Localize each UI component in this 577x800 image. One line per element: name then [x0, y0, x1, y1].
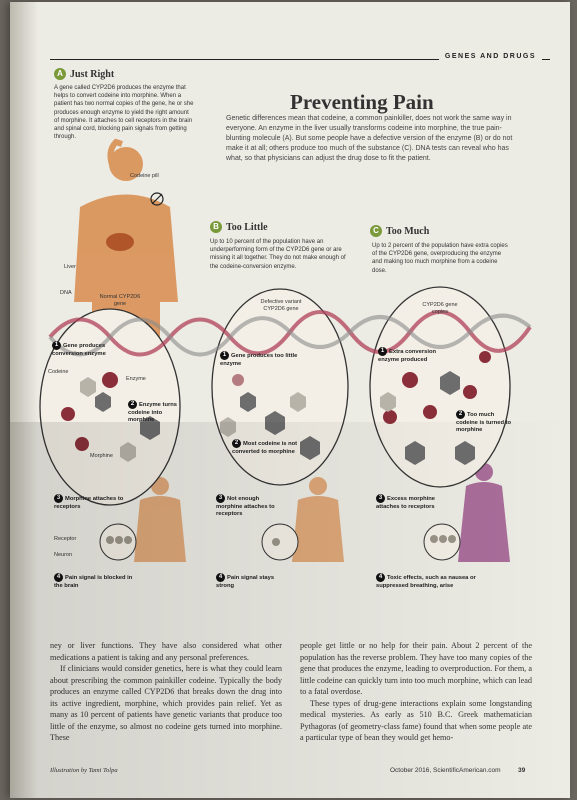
body-paragraph: people get little or no help for their p… — [300, 641, 532, 696]
panel-c-title: Too Much — [386, 225, 430, 237]
intro-text: Genetic differences mean that codeine, a… — [226, 115, 513, 162]
label-neuron: Neuron — [54, 552, 73, 558]
label-normal-gene: Normal CYP2D6 gene — [99, 294, 141, 307]
section-tag: GENES AND DRUGS — [438, 53, 542, 60]
body-column-2: people get little or no help for their p… — [300, 640, 532, 744]
footer-issue: October 2016, ScientificAmerican.com — [390, 767, 501, 774]
body-paragraph: These types of drug-gene interactions ex… — [300, 698, 532, 743]
codeine-pill-icon — [150, 192, 164, 206]
label-morphine: Morphine — [90, 453, 113, 459]
panel-b-heading: B Too Little — [210, 221, 268, 233]
panel-a-title: Just Right — [70, 68, 115, 80]
body-paragraph: If clinicians would consider genetics, h… — [50, 664, 282, 742]
panel-b-text: Up to 10 percent of the population have … — [210, 239, 346, 270]
page-number: 39 — [518, 767, 526, 774]
panel-b-badge: B — [210, 221, 222, 233]
body-silhouette-b — [292, 477, 344, 562]
panel-c-text: Up to 2 percent of the population have e… — [372, 243, 508, 274]
panel-a-badge: A — [54, 68, 66, 80]
label-dna: DNA — [60, 290, 72, 296]
label-defective-gene: Defective variant CYP2D6 gene — [260, 299, 302, 312]
magazine-page: GENES AND DRUGS A Just Right A gene call… — [10, 2, 570, 798]
label-codeine: Codeine — [48, 369, 69, 375]
header-rule — [50, 59, 550, 60]
page-title: Preventing Pain — [290, 90, 434, 114]
panel-b-title: Too Little — [226, 221, 268, 233]
label-receptor: Receptor — [54, 536, 77, 542]
body-paragraph: ney or liver functions. They have also c… — [50, 641, 282, 662]
label-liver: Liver — [64, 264, 76, 270]
illustration-credit: Illustration by Tami Tolpa — [50, 767, 118, 774]
panel-c-badge: C — [370, 225, 382, 237]
dna-strand-2 — [48, 313, 532, 357]
body-column-1: ney or liver functions. They have also c… — [50, 640, 282, 744]
label-codeine-pill: Codeine pill — [130, 173, 159, 179]
body-silhouette-a — [74, 138, 178, 337]
liver-shape — [106, 233, 134, 251]
panel-a-text: A gene called CYP2D6 produces the enzyme… — [54, 85, 194, 141]
panel-a-heading: A Just Right — [54, 68, 114, 80]
panel-c-heading: C Too Much — [370, 225, 429, 237]
label-enzyme: Enzyme — [126, 376, 146, 382]
label-gene-copies: CYP2D6 gene copies — [422, 302, 458, 315]
